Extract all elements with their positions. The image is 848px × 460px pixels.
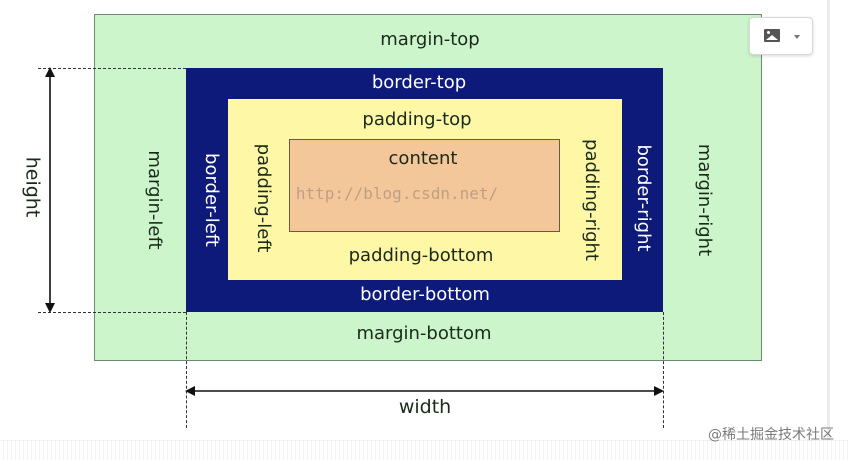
scrollbar-track[interactable] [827, 0, 830, 440]
height-arrow [45, 67, 55, 313]
image-toolbar[interactable] [749, 17, 813, 55]
width-arrow [185, 386, 664, 396]
padding-top-label: padding-top [362, 109, 472, 130]
chevron-down-icon[interactable] [794, 35, 800, 39]
watermark: @稀土掘金技术社区 [708, 427, 834, 443]
page-bottom-edge [0, 440, 848, 460]
content-area [289, 139, 560, 232]
margin-bottom-label: margin-bottom [356, 323, 492, 344]
content-label: content [388, 148, 458, 169]
height-top-guide [38, 68, 186, 69]
padding-right-label: padding-right [581, 139, 602, 261]
overlay-url-text: http://blog.csdn.net/ [295, 184, 499, 203]
image-icon[interactable] [764, 29, 780, 42]
padding-left-label: padding-left [253, 143, 274, 253]
width-left-guide [186, 312, 187, 428]
border-top-label: border-top [371, 72, 467, 93]
width-label: width [398, 396, 452, 418]
border-bottom-label: border-bottom [360, 284, 490, 305]
margin-top-label: margin-top [380, 29, 480, 50]
height-bottom-guide [38, 312, 186, 313]
margin-left-label: margin-left [144, 150, 165, 250]
border-right-label: border-right [633, 144, 654, 252]
padding-bottom-label: padding-bottom [348, 245, 494, 266]
margin-right-label: margin-right [694, 143, 715, 257]
height-label: height [21, 156, 44, 218]
width-right-guide [663, 312, 664, 428]
border-left-label: border-left [201, 153, 222, 247]
